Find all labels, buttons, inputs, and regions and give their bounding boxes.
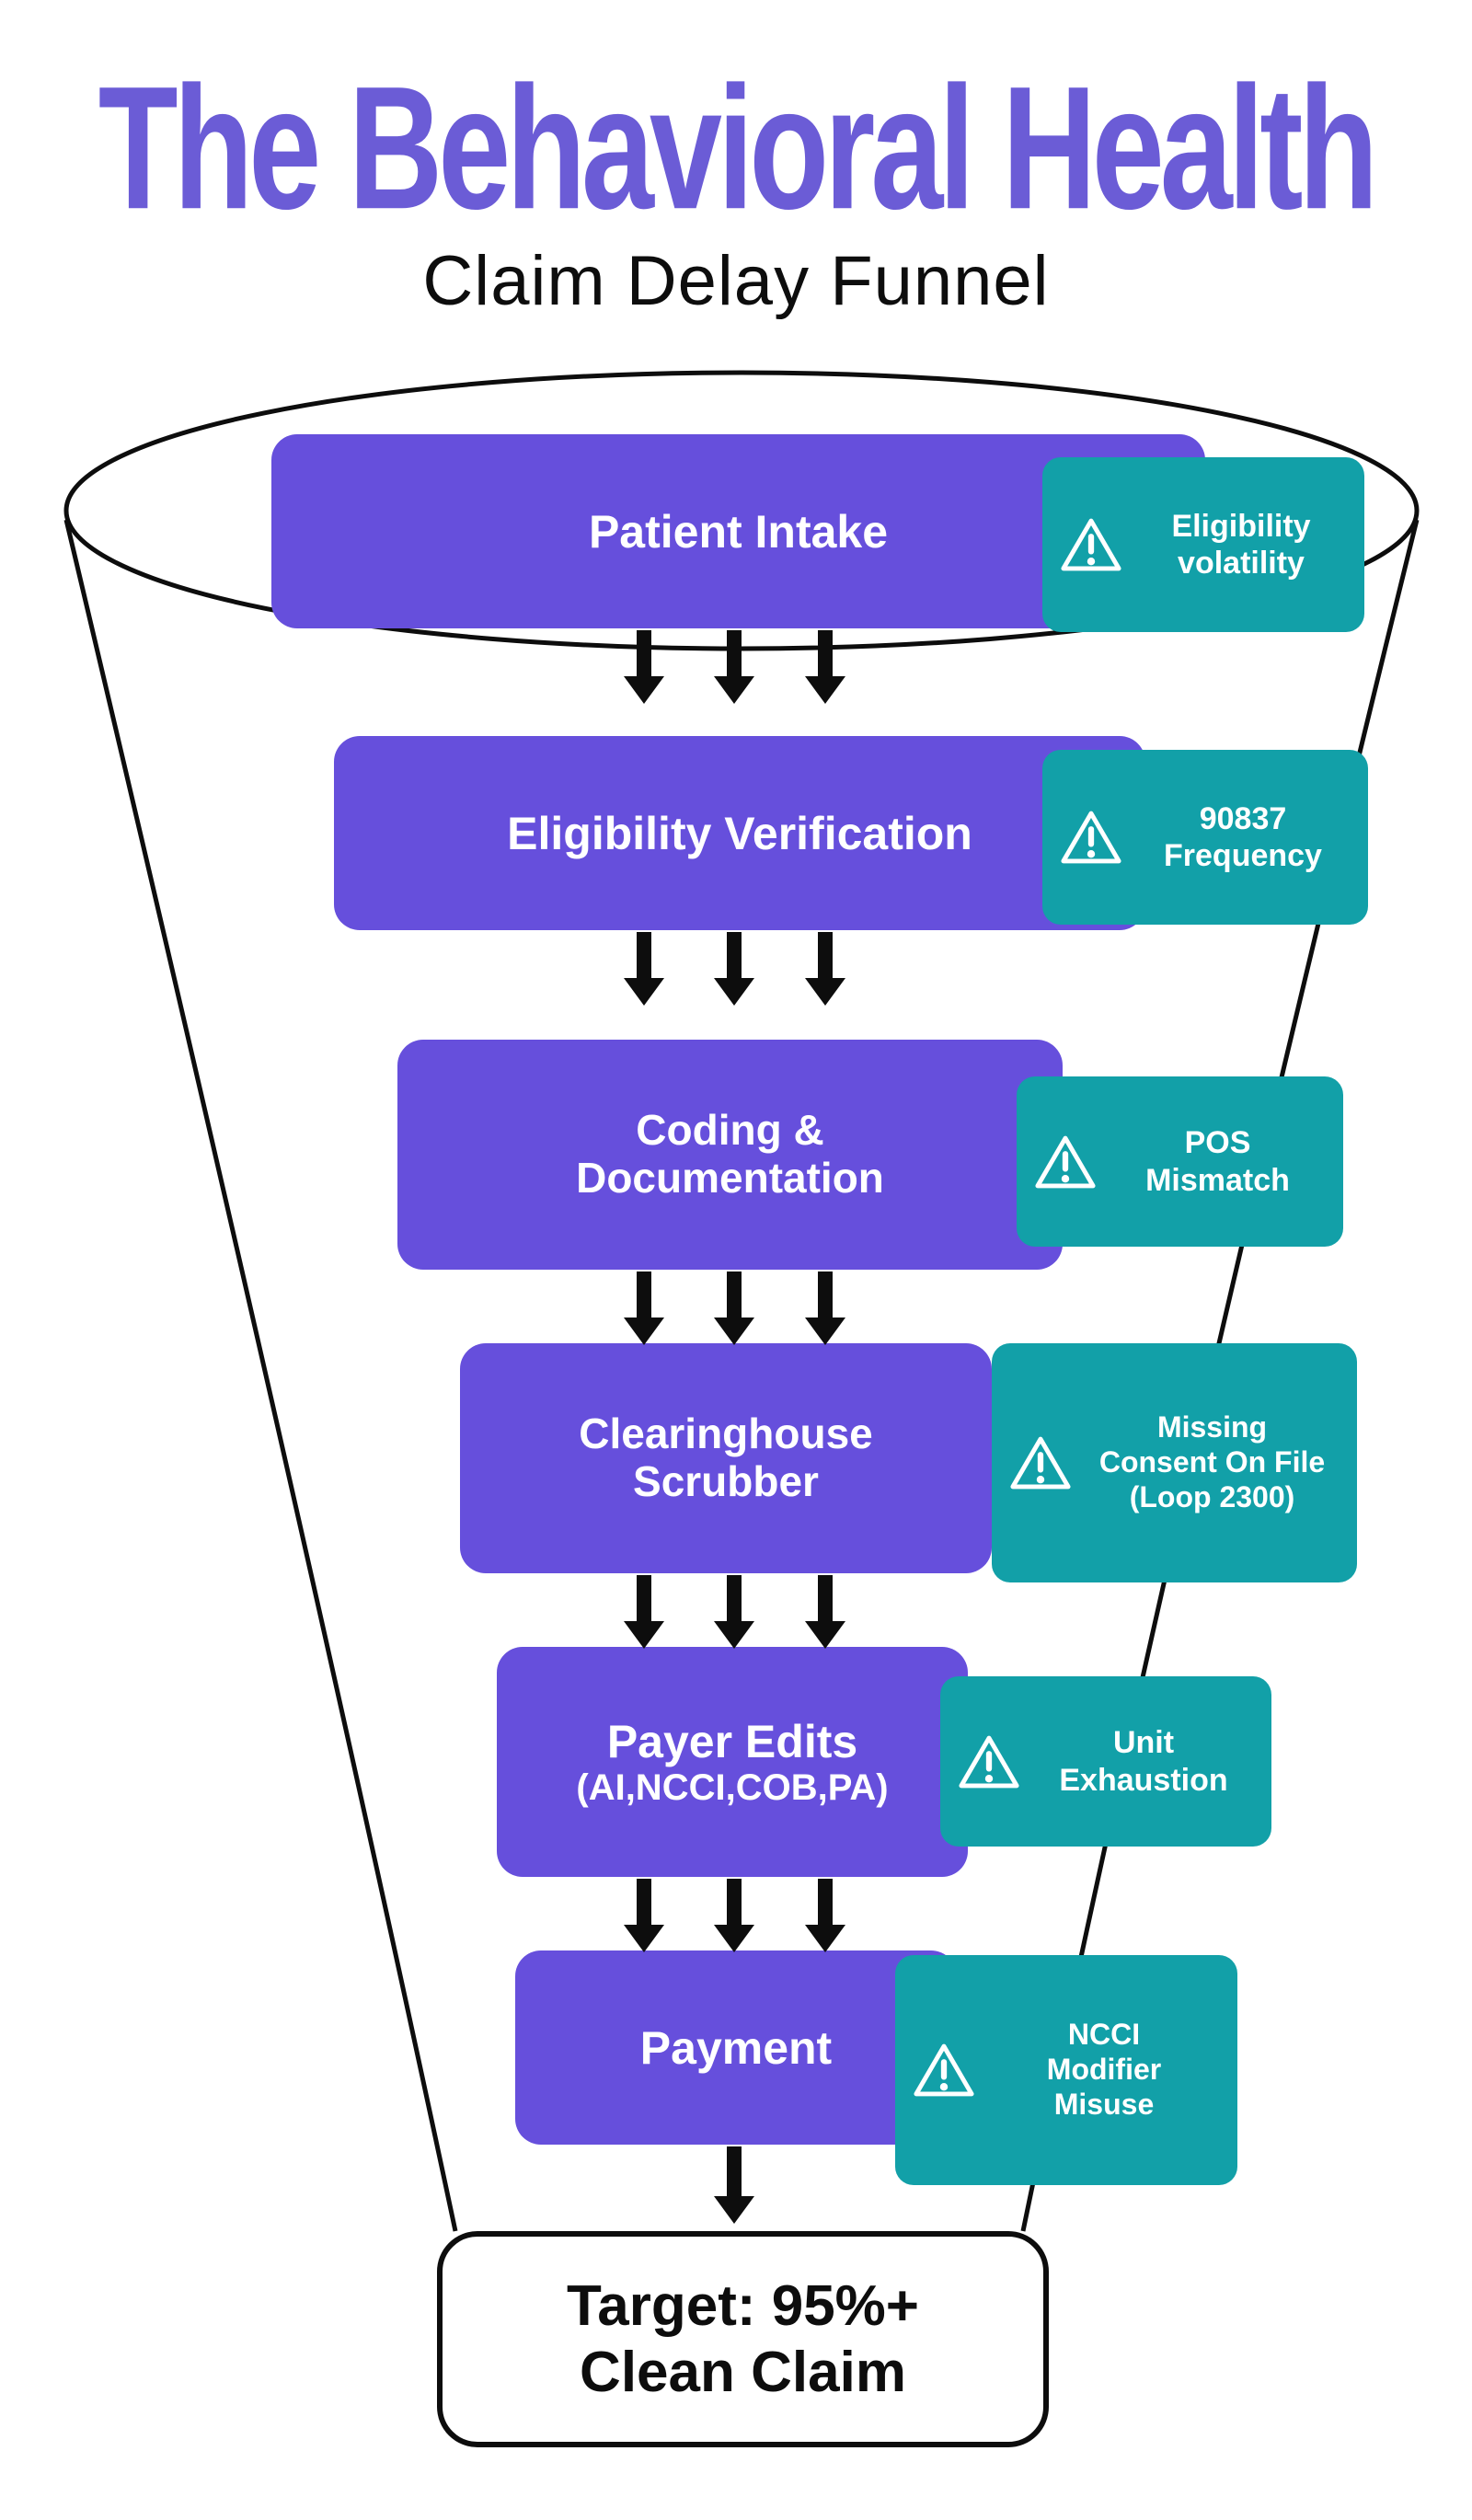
warning-text: NCCI Modifier Misuse xyxy=(989,2018,1219,2122)
down-arrow xyxy=(622,630,666,704)
warning-line: NCCI xyxy=(1067,2018,1141,2052)
down-arrow xyxy=(803,1272,847,1345)
funnel-rim-ellipse xyxy=(63,370,1420,651)
warning-triangle-icon xyxy=(1010,1436,1071,1490)
down-arrow xyxy=(803,1575,847,1649)
stage-box-clearinghouse-scrubber: Clearinghouse Scrubber xyxy=(460,1343,992,1573)
down-arrow xyxy=(712,1272,756,1345)
down-arrow xyxy=(622,1575,666,1649)
warning-badge-90837-frequency: 90837 Frequency xyxy=(1042,750,1368,925)
warning-badge-pos-mismatch: POS Mismatch xyxy=(1017,1076,1343,1247)
down-arrow xyxy=(622,1879,666,1952)
warning-line: Unit xyxy=(1112,1725,1175,1761)
warning-line: Eligibility xyxy=(1171,508,1311,544)
warning-badge-eligibility-volatility: Eligibility volatility xyxy=(1042,457,1364,632)
warning-triangle-icon xyxy=(1061,811,1121,864)
stage-label-line: Payer Edits xyxy=(606,1715,858,1767)
down-arrow xyxy=(803,932,847,1006)
stage-label: Patient Intake xyxy=(588,505,889,558)
down-arrow xyxy=(712,932,756,1006)
warning-triangle-icon xyxy=(959,1735,1019,1788)
stage-label: Eligibility Verification xyxy=(507,807,972,859)
warning-text: Eligibility volatility xyxy=(1136,508,1346,581)
warning-line: POS xyxy=(1184,1125,1251,1161)
warning-line: (Loop 2300) xyxy=(1129,1479,1295,1513)
warning-line: Consent On File xyxy=(1098,1445,1326,1479)
stage-label-line: Coding & xyxy=(636,1106,824,1155)
down-arrow xyxy=(622,932,666,1006)
down-arrow xyxy=(712,1879,756,1952)
funnel-left-wall xyxy=(63,519,458,2232)
down-arrow xyxy=(712,2146,756,2224)
warning-line: Missing xyxy=(1156,1410,1268,1444)
target-clean-claim-box: Target: 95%+ Clean Claim xyxy=(437,2231,1049,2447)
warning-badge-ncci-modifier-misuse: NCCI Modifier Misuse xyxy=(895,1955,1237,2185)
warning-triangle-icon xyxy=(1035,1135,1096,1188)
warning-text: 90837 Frequency xyxy=(1136,800,1350,874)
target-line: Target: 95%+ xyxy=(566,2274,920,2339)
warning-line: Exhaustion xyxy=(1059,1762,1228,1798)
warning-line: Misuse xyxy=(1053,2087,1155,2121)
warning-triangle-icon xyxy=(1061,518,1121,571)
stage-label-sub: (AI,NCCI,COB,PA) xyxy=(576,1766,889,1808)
down-arrow xyxy=(712,630,756,704)
warning-line: Modifier xyxy=(1046,2053,1162,2087)
warning-line: Mismatch xyxy=(1145,1162,1290,1198)
stage-box-eligibility-verification: Eligibility Verification xyxy=(334,736,1145,930)
stage-label-line: Scrubber xyxy=(633,1457,819,1505)
warning-text: POS Mismatch xyxy=(1110,1124,1325,1198)
stage-box-payer-edits: Payer Edits (AI,NCCI,COB,PA) xyxy=(497,1647,968,1877)
down-arrow xyxy=(803,630,847,704)
warning-text: Missing Consent On File (Loop 2300) xyxy=(1086,1410,1339,1514)
stage-box-coding-documentation: Coding & Documentation xyxy=(397,1040,1063,1270)
stage-box-payment: Payment xyxy=(515,1950,957,2145)
subtitle: Claim Delay Funnel xyxy=(422,242,1050,320)
warning-line: Frequency xyxy=(1164,838,1322,873)
warning-line: volatility xyxy=(1178,546,1305,581)
warning-line: 90837 xyxy=(1199,800,1287,836)
stage-label-line: Documentation xyxy=(576,1154,884,1202)
stage-label: Payment xyxy=(639,2021,833,2074)
warning-badge-unit-exhaustion: Unit Exhaustion xyxy=(940,1676,1271,1847)
down-arrow xyxy=(712,1575,756,1649)
main-title: The Behavioral Health xyxy=(98,50,1378,247)
down-arrow xyxy=(803,1879,847,1952)
stage-label-line: Clearinghouse xyxy=(579,1410,873,1458)
down-arrow xyxy=(622,1272,666,1345)
target-line: Clean Claim xyxy=(580,2340,906,2404)
warning-text: Unit Exhaustion xyxy=(1034,1724,1253,1798)
warning-badge-missing-consent: Missing Consent On File (Loop 2300) xyxy=(992,1343,1357,1582)
warning-triangle-icon xyxy=(914,2043,974,2097)
